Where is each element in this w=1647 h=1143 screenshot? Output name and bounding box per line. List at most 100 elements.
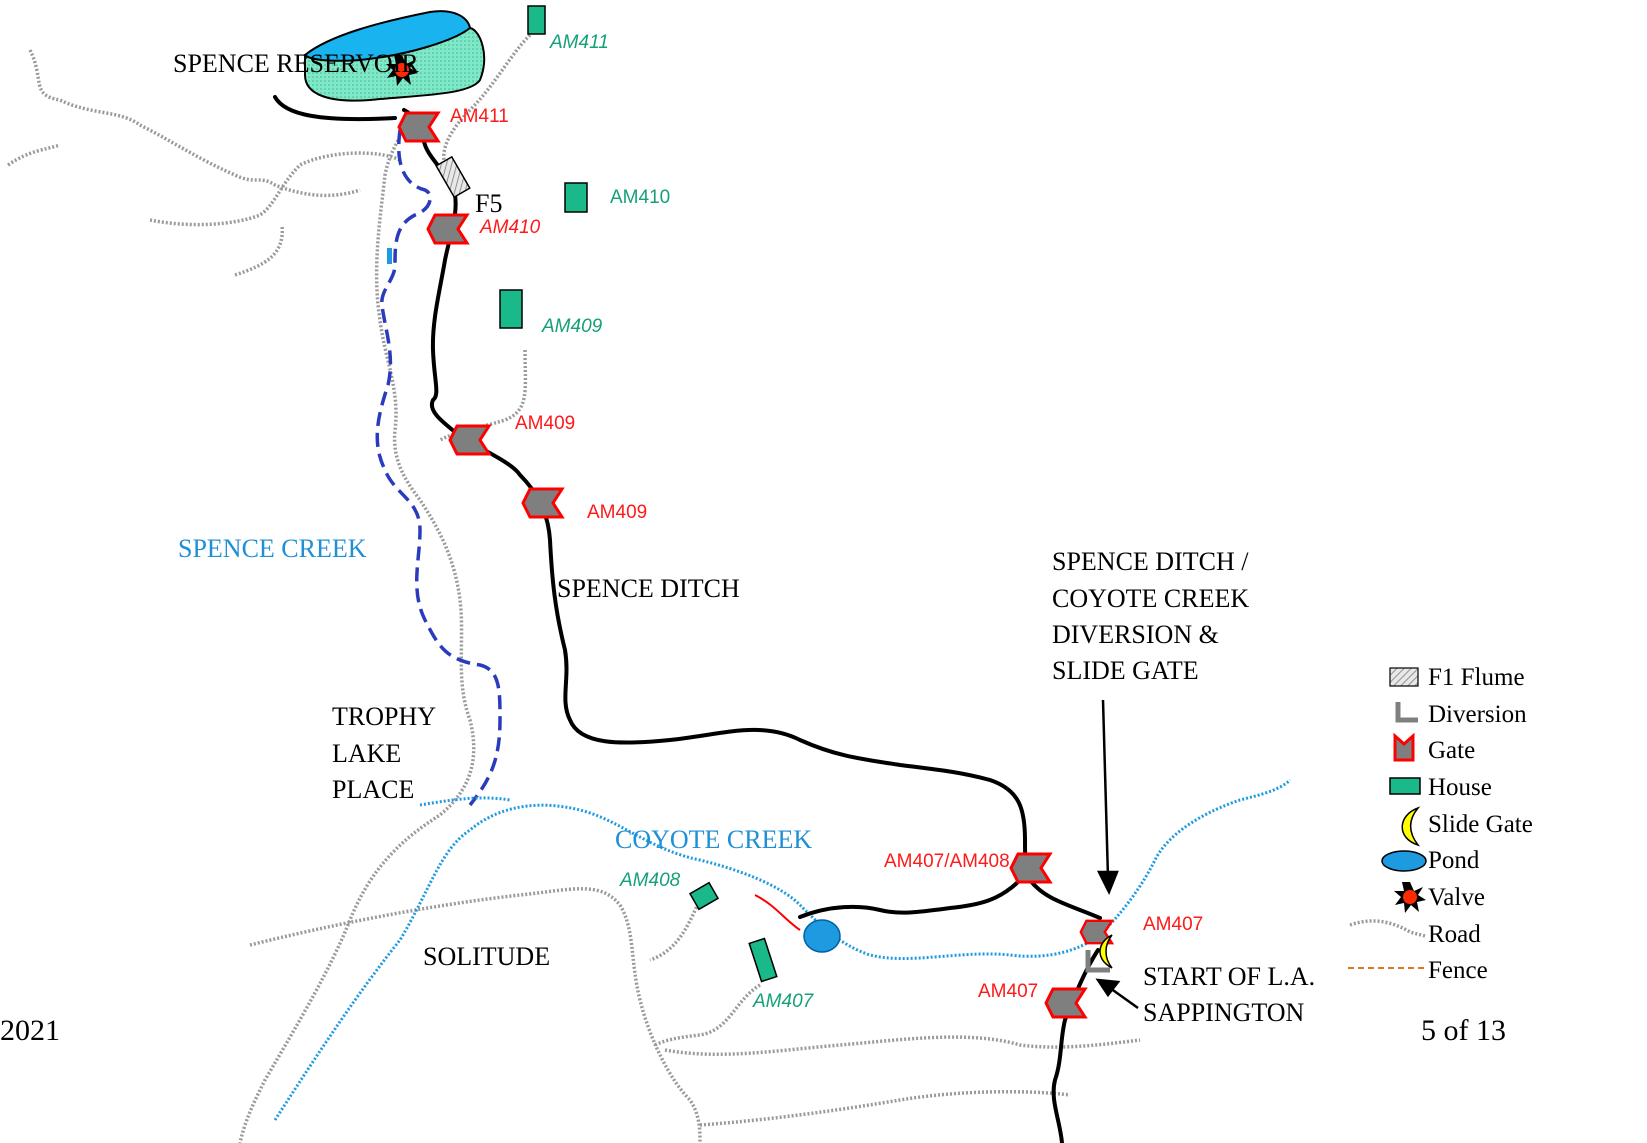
trophy-lake-label-1: TROPHY <box>332 702 436 731</box>
house-am410-label: AM410 <box>610 187 670 208</box>
road-main-north-south <box>238 114 476 1143</box>
legend-pond-icon <box>1381 850 1427 872</box>
house-am407-label: AM407 <box>752 991 815 1012</box>
house-am409-icon <box>499 289 523 329</box>
spence-creek-marker <box>387 248 392 264</box>
coyote-creek-branch <box>419 796 511 807</box>
road-west-spur <box>7 143 61 167</box>
gate-am407-lower-label: AM407 <box>978 981 1038 1002</box>
arrow-start-line <box>1109 986 1139 1010</box>
gate-am407-lower-icon <box>1044 987 1087 1019</box>
gate-am410-icon <box>426 213 469 245</box>
spence-creek <box>375 129 502 807</box>
legend-gate-label: Gate <box>1428 737 1475 764</box>
spence-creek-label: SPENCE CREEK <box>178 534 367 563</box>
legend-slide-gate-label: Slide Gate <box>1428 811 1533 838</box>
place-labels: SPENCE RESERVOIR SPENCE CREEK SPENCE DIT… <box>173 49 1315 1027</box>
house-am408-label: AM408 <box>619 870 681 891</box>
gate-am409-upper-icon <box>448 424 491 456</box>
coyote-creek <box>273 778 1292 1121</box>
footer-year: 2021 <box>0 1014 60 1047</box>
legend-house-label: House <box>1428 774 1492 801</box>
road-am408 <box>649 899 702 962</box>
road-west-branch <box>149 151 401 227</box>
coyote-creek-label: COYOTE CREEK <box>615 825 812 854</box>
gate-am407-upper-label: AM407 <box>1143 914 1203 935</box>
gate-am407-408-icon <box>1009 852 1052 884</box>
legend: F1 Flume Diversion Gate House Slide Gate… <box>1348 664 1533 984</box>
legend-valve-icon <box>1394 882 1426 913</box>
spence-ditch <box>273 95 1102 1143</box>
pond-icon <box>803 919 841 953</box>
arrow-diversion-head <box>1096 870 1119 896</box>
house-labels: AM411 AM410 AM409 AM408 AM407 <box>541 32 815 1012</box>
legend-fence-label: Fence <box>1428 957 1488 984</box>
legend-flume-icon <box>1389 667 1419 687</box>
gate-am410-label: AM410 <box>479 217 541 238</box>
legend-diversion-icon <box>1395 702 1418 723</box>
diversion-note-3: DIVERSION & <box>1052 620 1219 649</box>
spence-ditch-label: SPENCE DITCH <box>557 574 740 603</box>
spence-reservoir <box>303 10 486 102</box>
gate-labels: AM411 AM410 AM409 AM409 AM407/AM408 AM40… <box>450 106 1203 1002</box>
spence-creek-path <box>375 129 502 807</box>
road-am411 <box>442 33 532 166</box>
reservoir-label: SPENCE RESERVOIR <box>173 49 419 78</box>
houses <box>499 5 778 983</box>
house-am411-icon <box>527 5 546 35</box>
gate-am409-lower-label: AM409 <box>587 502 647 523</box>
road-southeast <box>699 1089 1071 1127</box>
road-am407 <box>654 983 761 1047</box>
trophy-lake-label-2: LAKE <box>332 739 401 768</box>
diversion-note-1: SPENCE DITCH / <box>1052 547 1249 576</box>
legend-house-icon <box>1389 777 1421 795</box>
house-am407-icon <box>748 937 778 983</box>
gate-am409-upper-label: AM409 <box>515 413 575 434</box>
flume-label: F5 <box>475 189 502 218</box>
house-am408-icon <box>688 881 720 911</box>
start-note-2: SAPPINGTON <box>1143 998 1305 1027</box>
road-solitude <box>249 887 702 1143</box>
arrow-diversion-line <box>1101 699 1110 879</box>
road-network <box>7 33 1141 1143</box>
road-am409 <box>439 349 528 442</box>
footer-page-number: 5 of 13 <box>1421 1014 1506 1047</box>
annotation-arrows <box>1095 699 1139 1010</box>
road-west-loop <box>234 224 284 277</box>
legend-pond-label: Pond <box>1428 847 1480 874</box>
legend-gate-icon <box>1393 732 1415 762</box>
house-am409-label: AM409 <box>541 316 603 337</box>
flume-f5-icon <box>435 155 471 199</box>
legend-valve-label: Valve <box>1428 884 1485 911</box>
gate-am407-408-label: AM407/AM408 <box>884 851 1010 872</box>
trophy-lake-label-3: PLACE <box>332 775 414 804</box>
house-am411-label: AM411 <box>549 32 609 53</box>
start-note-1: START OF L.A. <box>1143 962 1315 991</box>
legend-road-label: Road <box>1428 921 1481 948</box>
spence-ditch-main <box>402 108 1102 920</box>
diversion-note-2: COYOTE CREEK <box>1052 584 1249 613</box>
spence-ditch-pond-link <box>798 878 1022 919</box>
diversion-icon <box>1085 950 1110 973</box>
gate-am411-label: AM411 <box>450 106 509 127</box>
fence-line <box>754 894 801 931</box>
legend-road-icon <box>1349 919 1426 938</box>
gates <box>397 111 1114 1019</box>
gate-am409-lower-icon <box>521 487 564 519</box>
spence-ditch-south <box>1051 948 1100 1143</box>
road-south <box>664 1035 1141 1057</box>
reservoir-upper <box>303 10 472 62</box>
spence-ditch-top <box>273 95 397 122</box>
solitude-label: SOLITUDE <box>423 942 550 971</box>
gate-am411-icon <box>397 111 440 143</box>
legend-slide-gate-icon <box>1401 806 1421 847</box>
slide-gate-icon <box>1099 934 1113 969</box>
legend-diversion-label: Diversion <box>1428 701 1527 728</box>
house-am410-icon <box>564 182 588 213</box>
arrow-start-head <box>1095 978 1121 998</box>
legend-flume-label: F1 Flume <box>1428 664 1525 691</box>
coyote-creek-main <box>273 778 1292 1121</box>
diversion-note-4: SLIDE GATE <box>1052 656 1199 685</box>
